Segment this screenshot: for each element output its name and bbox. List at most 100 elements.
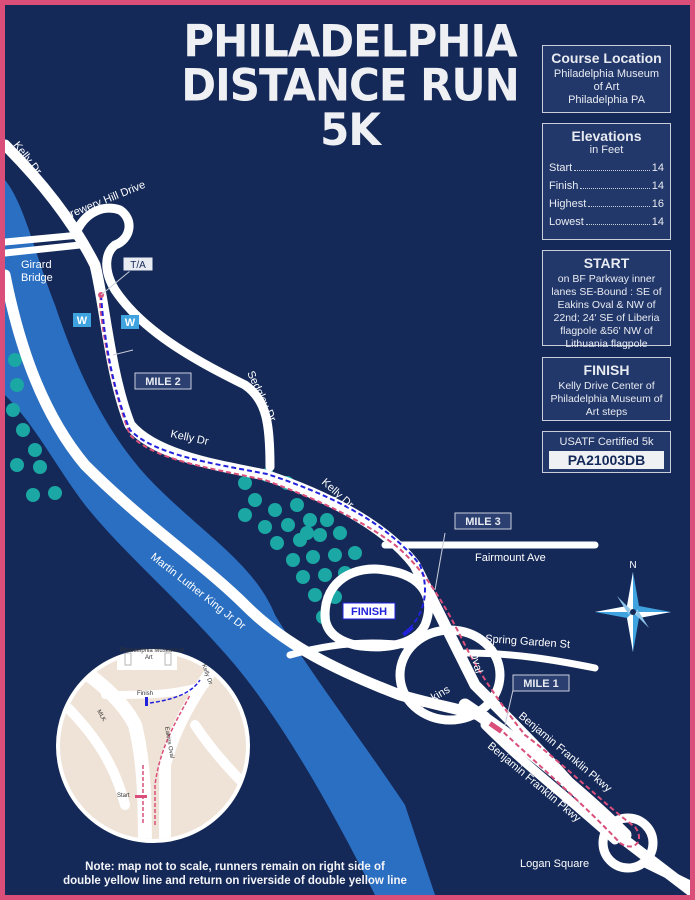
tree-icon — [26, 488, 40, 502]
tree-icon — [270, 536, 284, 550]
tree-icon — [6, 403, 20, 417]
inset-start-label: Start — [117, 793, 130, 799]
road-girard-bridge-2 — [5, 241, 84, 257]
course-map: T/A W W MILE 2 MILE 3 MILE 1 FINISH Kell… — [5, 139, 690, 895]
tree-icon — [268, 503, 282, 517]
inset-map: Philadelphia Museum of Art Finish Start … — [56, 648, 250, 843]
route-outbound — [98, 294, 640, 848]
tree-icon — [296, 570, 310, 584]
finish-panel: FINISH Kelly Drive Center of Philadelphi… — [542, 357, 671, 421]
water-marker-1: W — [73, 313, 91, 327]
ta-marker: T/A — [122, 256, 154, 272]
finish-marker: FINISH — [342, 602, 396, 620]
label-girard-1: Girard — [21, 259, 52, 271]
water-label-1: W — [77, 315, 88, 327]
start-bar — [488, 721, 503, 734]
certification-label: USATF Certified 5k — [559, 436, 654, 448]
road-museum-loop — [320, 564, 434, 652]
road-eakins-oval — [395, 625, 505, 725]
elevations-unit: in Feet — [589, 144, 624, 156]
tree-icon — [286, 553, 300, 567]
tree-icon — [10, 458, 24, 472]
elevation-row: Lowest 14 — [543, 213, 670, 231]
tree-icon — [308, 588, 322, 602]
title-line-1: PHILADELPHIA — [183, 15, 517, 68]
tree-icon — [258, 520, 272, 534]
inset-museum-label-1: Philadelphia Museum of — [120, 648, 184, 654]
mile1-marker: MILE 1 — [512, 674, 570, 692]
water-label-2: W — [125, 317, 136, 329]
label-kelly-dr-mid: Kelly Dr — [169, 428, 209, 448]
elevation-label: Lowest — [549, 216, 584, 228]
tree-icon — [28, 443, 42, 457]
mile3-label: MILE 3 — [465, 516, 500, 528]
map-note: Note: map not to scale, runners remain o… — [35, 860, 435, 888]
page-title: PHILADELPHIA DISTANCE RUN 5K — [155, 15, 545, 156]
mile3-marker: MILE 3 — [454, 512, 512, 530]
road-brewery-hill — [70, 203, 275, 472]
tree-icon — [318, 568, 332, 582]
elevation-value: 14 — [651, 216, 664, 228]
finish-bar — [402, 625, 414, 637]
label-brewery-hill: Brewery Hill Drive — [62, 179, 148, 223]
elevation-row: Highest 16 — [543, 195, 670, 213]
course-location-line-2: of Art — [593, 81, 620, 93]
schuylkill-river — [5, 180, 435, 895]
elevation-leader-dots — [574, 159, 650, 171]
mile1-label: MILE 1 — [523, 678, 558, 690]
map-frame: T/A W W MILE 2 MILE 3 MILE 1 FINISH Kell… — [5, 5, 690, 895]
label-fairmount: Fairmount Ave — [475, 552, 546, 564]
tree-icon — [348, 546, 362, 560]
road-girard-bridge — [5, 231, 84, 246]
course-location-line-1: Philadelphia Museum — [553, 68, 660, 80]
finish-heading: FINISH — [583, 362, 630, 378]
title-line-3: 5K — [320, 103, 381, 156]
tree-icon — [281, 518, 295, 532]
road-logan-circle — [598, 813, 658, 873]
inset-museum-label-2: Art — [145, 655, 153, 661]
elevation-value: 14 — [651, 180, 664, 192]
tree-icon — [303, 513, 317, 527]
ta-label: T/A — [130, 260, 146, 271]
tree-icon — [320, 513, 334, 527]
inset-mlk-label: MLK — [95, 709, 106, 723]
elevations-heading: Elevations — [571, 128, 642, 144]
tree-icon — [300, 526, 314, 540]
label-logan: Logan Square — [520, 858, 589, 870]
tree-cluster — [6, 353, 362, 624]
certification-panel: USATF Certified 5k PA21003DB — [542, 431, 671, 473]
tree-icon — [238, 476, 252, 490]
road-ben-franklin-pkwy — [458, 698, 632, 842]
elevation-value: 16 — [651, 198, 664, 210]
elevation-leader-dots — [585, 213, 650, 225]
tree-icon — [306, 550, 320, 564]
label-spring-garden: Spring Garden St — [485, 633, 571, 651]
course-location-heading: Course Location — [551, 50, 662, 66]
tree-icon — [48, 486, 62, 500]
start-panel: START on BF Parkway inner lanes SE-Bound… — [542, 250, 671, 350]
compass-north-label: N — [629, 560, 636, 571]
course-location-panel: Course Location Philadelphia Museum of A… — [542, 45, 671, 113]
tree-icon — [8, 353, 22, 367]
finish-label: FINISH — [351, 606, 387, 618]
tree-icon — [333, 526, 347, 540]
elevation-label: Highest — [549, 198, 587, 210]
elevation-leader-dots — [580, 177, 650, 189]
water-marker-2: W — [121, 315, 139, 329]
road-logan-exit — [640, 858, 690, 890]
tree-icon — [33, 460, 47, 474]
tree-icon — [16, 423, 30, 437]
road-spring-garden — [461, 649, 599, 672]
inset-finish-label: Finish — [137, 691, 153, 697]
tree-icon — [248, 493, 262, 507]
tree-icon — [290, 498, 304, 512]
course-location-line-3: Philadelphia PA — [568, 94, 645, 106]
elevation-value: 14 — [651, 162, 664, 174]
mile2-marker: MILE 2 — [134, 372, 192, 390]
start-text: on BF Parkway inner lanes SE-Bound : SE … — [551, 273, 662, 350]
finish-text: Kelly Drive Center of Philadelphia Museu… — [550, 380, 663, 418]
